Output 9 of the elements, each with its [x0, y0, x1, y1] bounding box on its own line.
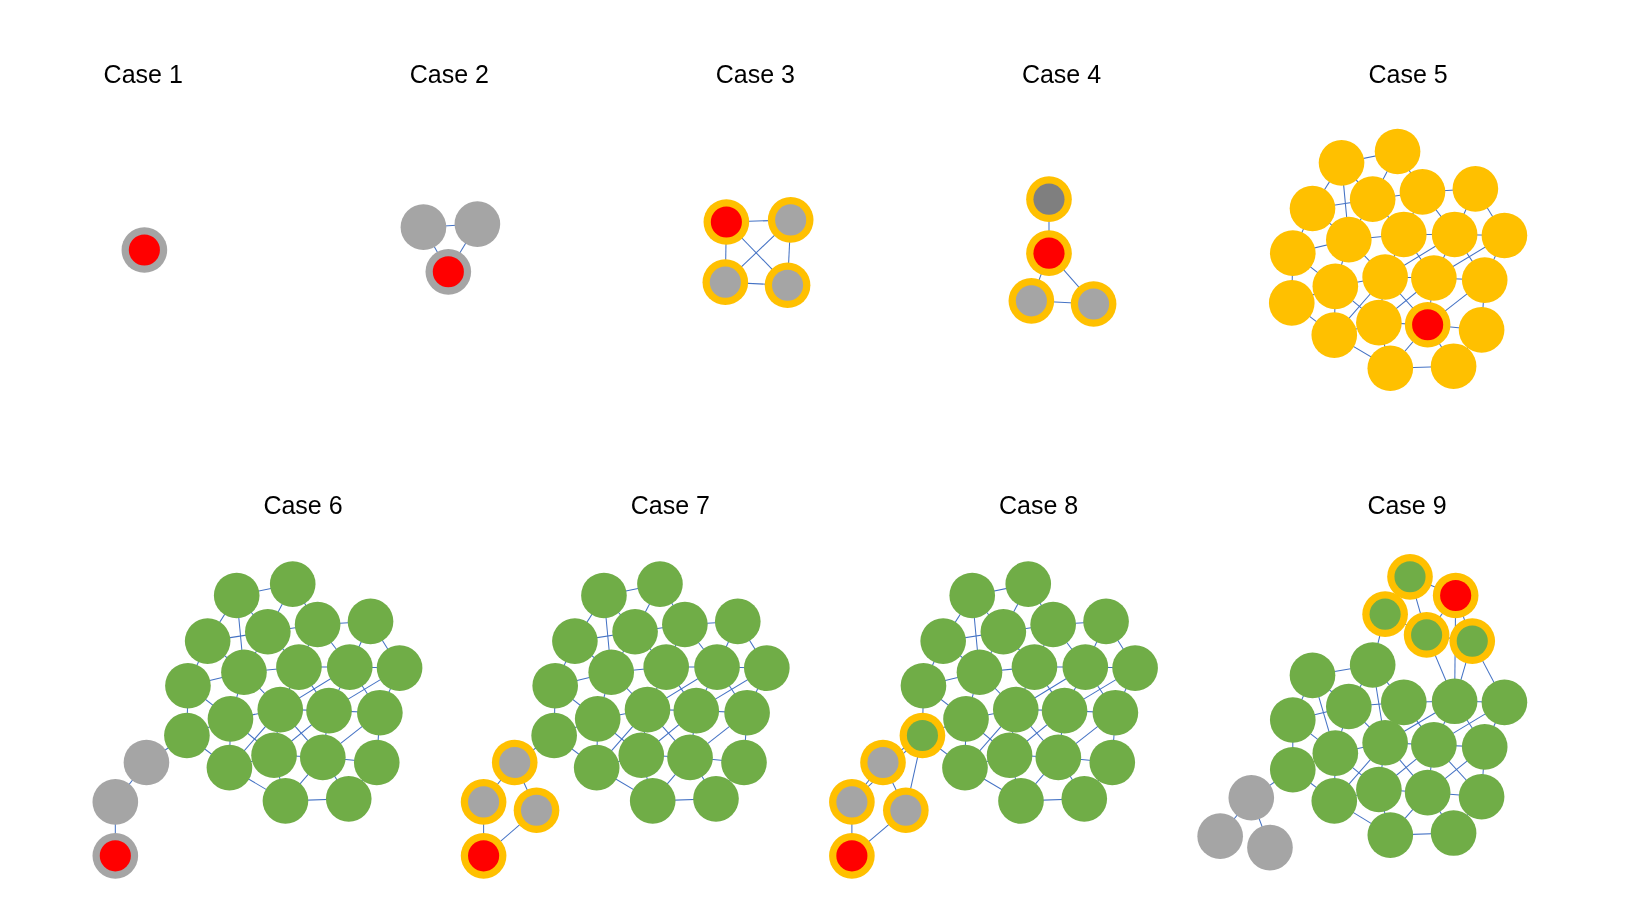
case-title: Case 9	[1367, 490, 1447, 520]
case-title: Case 1	[103, 59, 183, 89]
case-title: Case 8	[999, 490, 1079, 520]
case-title: Case 7	[630, 490, 710, 520]
case-title: Case 4	[1021, 59, 1102, 89]
case-title: Case 3	[715, 59, 795, 89]
case-title: Case 6	[263, 490, 343, 520]
case-title: Case 5	[1368, 59, 1448, 89]
case-title: Case 2	[409, 59, 489, 89]
